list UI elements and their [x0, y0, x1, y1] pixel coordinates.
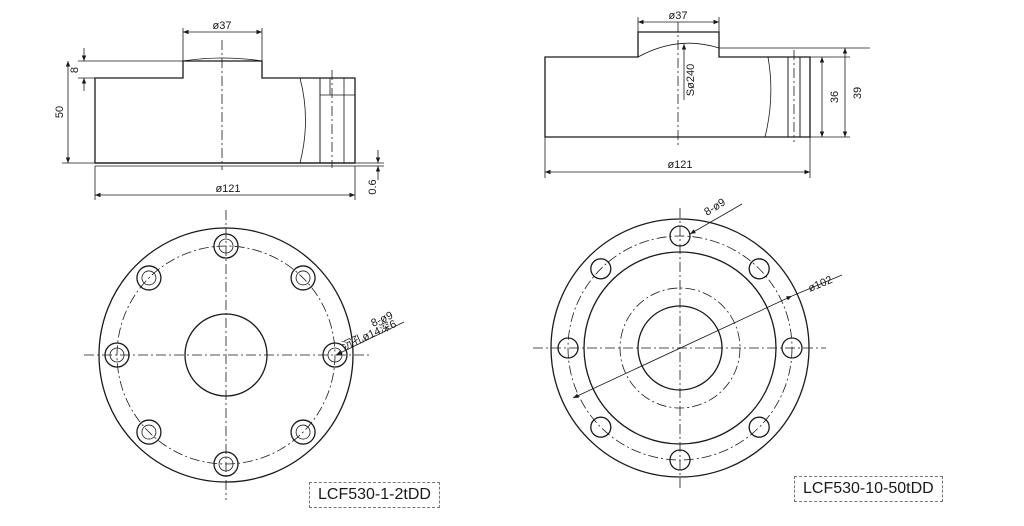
bolt-hole	[748, 416, 770, 438]
bolt-hole	[590, 416, 612, 438]
left-model-label: LCF530-1-2tDD	[309, 482, 440, 508]
bolt-hole-inner	[141, 424, 157, 440]
bolt-hole	[290, 265, 316, 291]
right-bolt-circle-label: ø102	[806, 274, 834, 295]
bolt-hole	[590, 258, 612, 280]
bolt-hole	[213, 233, 239, 259]
bolt-hole	[669, 225, 691, 247]
right-top-boss-label: ø37	[669, 10, 688, 22]
right-model-label: LCF530-10-50tDD	[794, 476, 943, 502]
bolt-hole-inner	[295, 424, 311, 440]
left-boss-height-label: 8	[69, 67, 81, 73]
bolt-hole	[213, 451, 239, 477]
left-top-view: 8-ø9 沉孔ø14深6	[84, 210, 405, 500]
bolt-hole	[748, 258, 770, 280]
left-bolt-holes	[104, 233, 348, 477]
bolt-hole	[669, 449, 691, 471]
bolt-hole	[136, 419, 162, 445]
right-side-view: ø37 Sø240 36 39 ø121	[544, 10, 870, 178]
left-diameter-label: ø121	[215, 183, 240, 195]
left-side-view: ø37 8 50 ø121 0.6	[54, 20, 384, 200]
right-sphere-label: Sø240	[685, 64, 697, 96]
bolt-hole-inner	[218, 456, 234, 472]
bolt-hole	[104, 342, 130, 368]
left-total-height-label: 50	[54, 106, 66, 118]
bolt-hole	[322, 342, 348, 368]
bolt-hole	[290, 419, 316, 445]
left-offset-label: 0.6	[367, 179, 379, 194]
left-top-boss-label: ø37	[213, 20, 232, 32]
bolt-hole-inner	[327, 347, 343, 363]
bolt-hole-inner	[141, 270, 157, 286]
bolt-hole-inner	[218, 238, 234, 254]
right-diameter-label: ø121	[667, 159, 692, 171]
bolt-hole-inner	[295, 270, 311, 286]
right-holes-count-label: 8-ø9	[702, 196, 728, 218]
right-h36-label: 36	[829, 91, 841, 103]
bolt-hole-inner	[109, 347, 125, 363]
right-h39-label: 39	[852, 87, 864, 99]
right-top-view: 8-ø9 ø102	[533, 196, 843, 490]
bolt-hole	[136, 265, 162, 291]
